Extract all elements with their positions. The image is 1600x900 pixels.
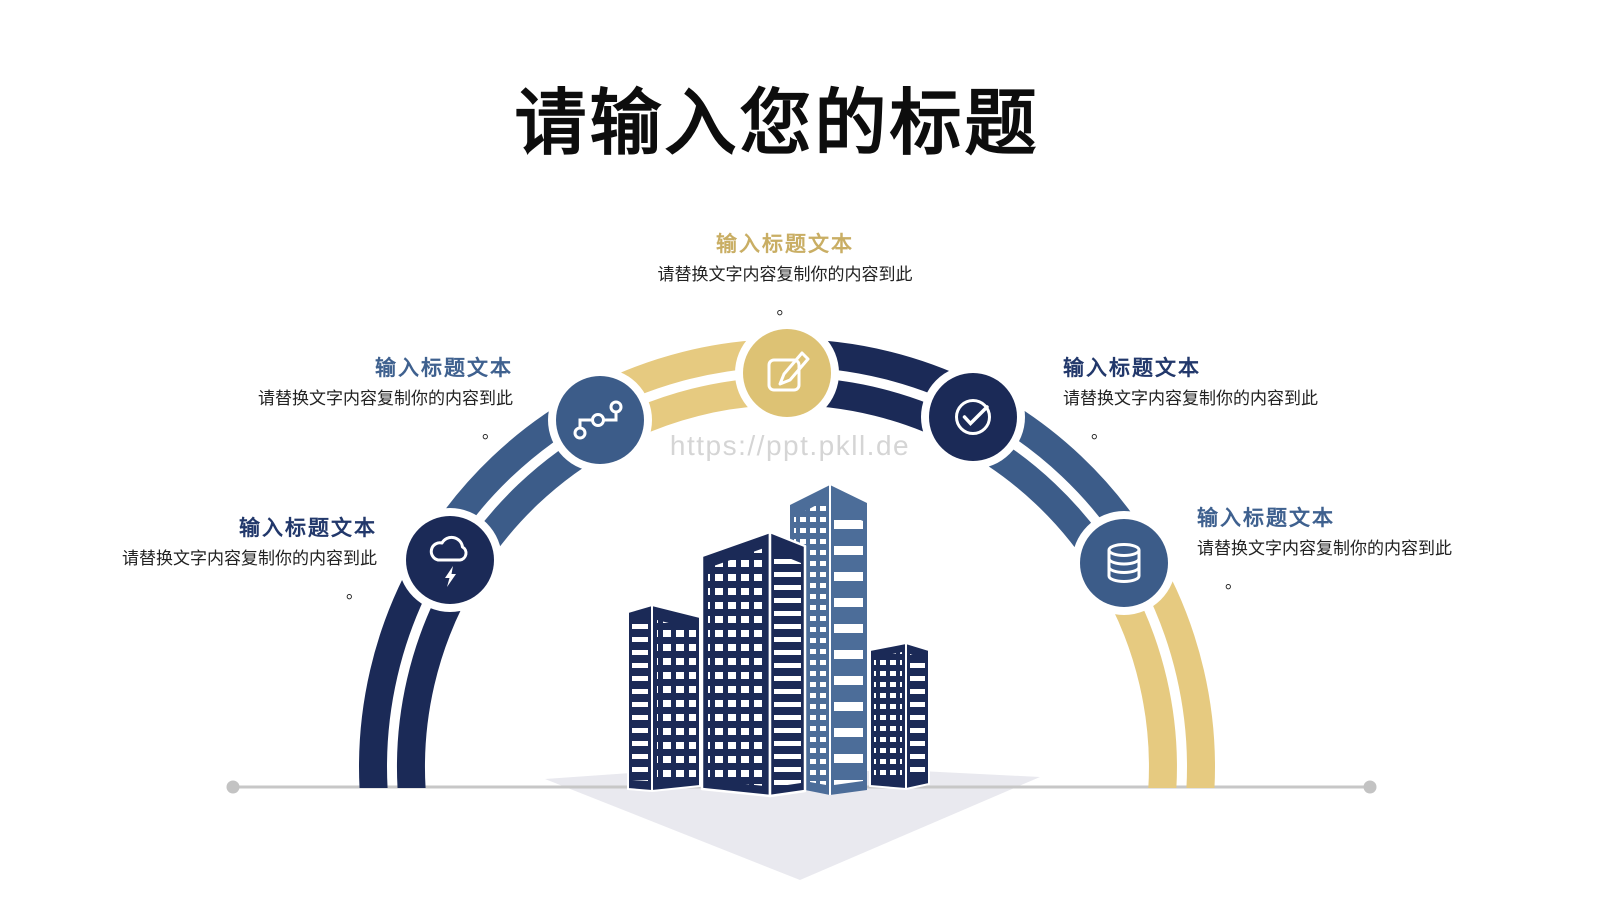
route-nodes-icon — [548, 368, 652, 472]
placeholder-upper-right-title: 输入标题文本 — [1063, 357, 1201, 380]
placeholder-lower-left-title: 输入标题文本 — [239, 517, 377, 540]
slide-title-placeholder[interactable]: 请输入您的标题 — [514, 84, 1040, 165]
placeholder-lower-right-period: 。 — [1225, 573, 1242, 593]
placeholder-lower-left-period: 。 — [346, 583, 363, 603]
placeholder-top-title: 输入标题文本 — [716, 233, 854, 256]
placeholder-upper-left-body: 请替换文字内容复制你的内容到此 — [258, 389, 513, 408]
placeholder-lower-right[interactable]: 输入标题文本 请替换文字内容复制你的内容到此 。 — [1197, 502, 1600, 593]
database-icon — [1072, 511, 1176, 615]
cloud-lightning-icon — [398, 508, 502, 612]
placeholder-top-period: 。 — [776, 299, 794, 319]
placeholder-upper-left-title: 输入标题文本 — [375, 357, 513, 380]
placeholder-top[interactable]: 输入标题文本 请替换文字内容复制你的内容到此 。 — [585, 228, 985, 319]
placeholder-lower-left-body: 请替换文字内容复制你的内容到此 — [122, 549, 377, 568]
ground-shadow — [545, 771, 1040, 880]
placeholder-lower-left[interactable]: 输入标题文本 请替换文字内容复制你的内容到此 。 — [0, 512, 377, 603]
placeholder-upper-left[interactable]: 输入标题文本 请替换文字内容复制你的内容到此 。 — [113, 352, 513, 443]
building-navy-small — [869, 642, 930, 790]
icon-nodes — [398, 321, 1176, 615]
baseline-right-dot — [1363, 780, 1377, 794]
placeholder-upper-right[interactable]: 输入标题文本 请替换文字内容复制你的内容到此 。 — [1063, 352, 1483, 443]
baseline-left-dot — [226, 780, 240, 794]
placeholder-upper-right-body: 请替换文字内容复制你的内容到此 — [1063, 389, 1318, 408]
placeholder-top-body: 请替换文字内容复制你的内容到此 — [657, 265, 913, 284]
city-buildings-illustration — [627, 485, 930, 798]
building-navy-left — [627, 604, 701, 792]
placeholder-upper-left-period: 。 — [482, 423, 499, 443]
placeholder-lower-right-body: 请替换文字内容复制你的内容到此 — [1197, 539, 1452, 558]
placeholder-upper-right-period: 。 — [1091, 423, 1108, 443]
watermark-text: https://ppt.pkll.de — [670, 430, 910, 461]
check-circle-icon — [921, 365, 1025, 469]
pencil-edit-icon — [735, 321, 839, 425]
placeholder-lower-right-title: 输入标题文本 — [1197, 507, 1335, 530]
building-navy-tall — [700, 530, 807, 798]
